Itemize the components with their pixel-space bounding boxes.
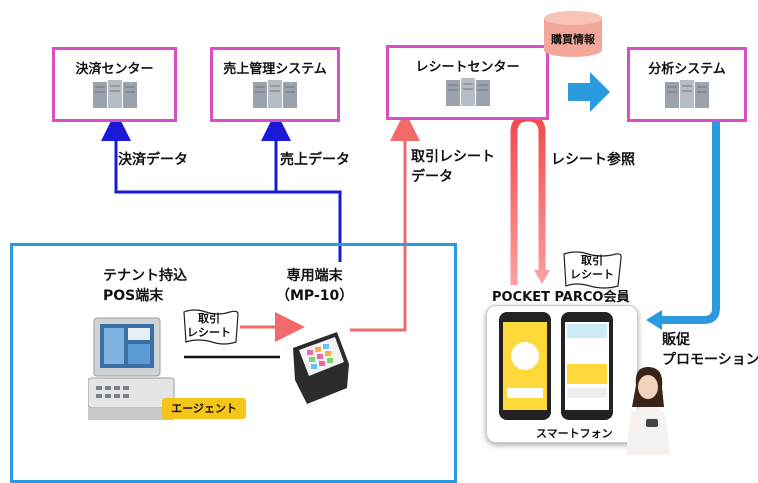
sales-system-title: 売上管理システム — [223, 62, 327, 77]
server-icon — [665, 80, 709, 108]
analysis-system-box[interactable]: 分析システム — [627, 47, 747, 122]
person-with-phone-icon — [626, 367, 670, 455]
pos-terminal-label: テナント持込 POS端末 — [103, 268, 187, 304]
mp10-terminal-icon[interactable] — [287, 328, 353, 408]
smartphone-label: スマートフォン — [536, 427, 613, 440]
receipt-center-box[interactable]: レシートセンター — [386, 45, 549, 120]
sales-data-label: 売上データ — [280, 152, 350, 168]
member-title: POCKET PARCO会員 — [492, 290, 630, 305]
receipt-to-analysis-arrow — [568, 72, 610, 112]
server-icon — [253, 80, 297, 108]
member-receipt-bubble-text: 取引 レシート — [570, 254, 614, 281]
tenant-store-area — [10, 243, 457, 483]
promotion-label: 販促 プロモーション — [662, 332, 758, 368]
server-icon — [445, 78, 490, 106]
promotion-arrow — [660, 122, 720, 324]
analysis-system-title: 分析システム — [648, 62, 726, 77]
database-icon — [544, 11, 602, 57]
payment-data-label: 決済データ — [118, 152, 188, 168]
pos-receipt-bubble-text: 取引 レシート — [187, 312, 231, 339]
payment-center-box[interactable]: 決済センター — [52, 47, 177, 122]
receipt-data-line — [350, 111, 420, 332]
pos-register-icon[interactable] — [88, 312, 180, 422]
member-receipt-bubble-icon — [563, 251, 622, 289]
payment-sales-data-line — [101, 111, 342, 262]
agent-badge: エージェント — [162, 398, 246, 419]
sales-system-box[interactable]: 売上管理システム — [210, 47, 340, 122]
database-label: 購買情報 — [551, 33, 595, 46]
receipt-reference-arrow — [510, 114, 546, 285]
server-icon — [92, 80, 137, 108]
smartphone-app-icon — [499, 312, 613, 420]
receipt-data-label: 取引レシート データ — [411, 149, 495, 185]
receipt-reference-label: レシート参照 — [551, 152, 635, 168]
receipt-center-title: レシートセンター — [415, 60, 520, 75]
receipt-bubble-icon — [183, 309, 239, 345]
payment-center-title: 決済センター — [75, 62, 154, 77]
dedicated-terminal-label: 専用端末 （MP-10） — [276, 268, 354, 304]
